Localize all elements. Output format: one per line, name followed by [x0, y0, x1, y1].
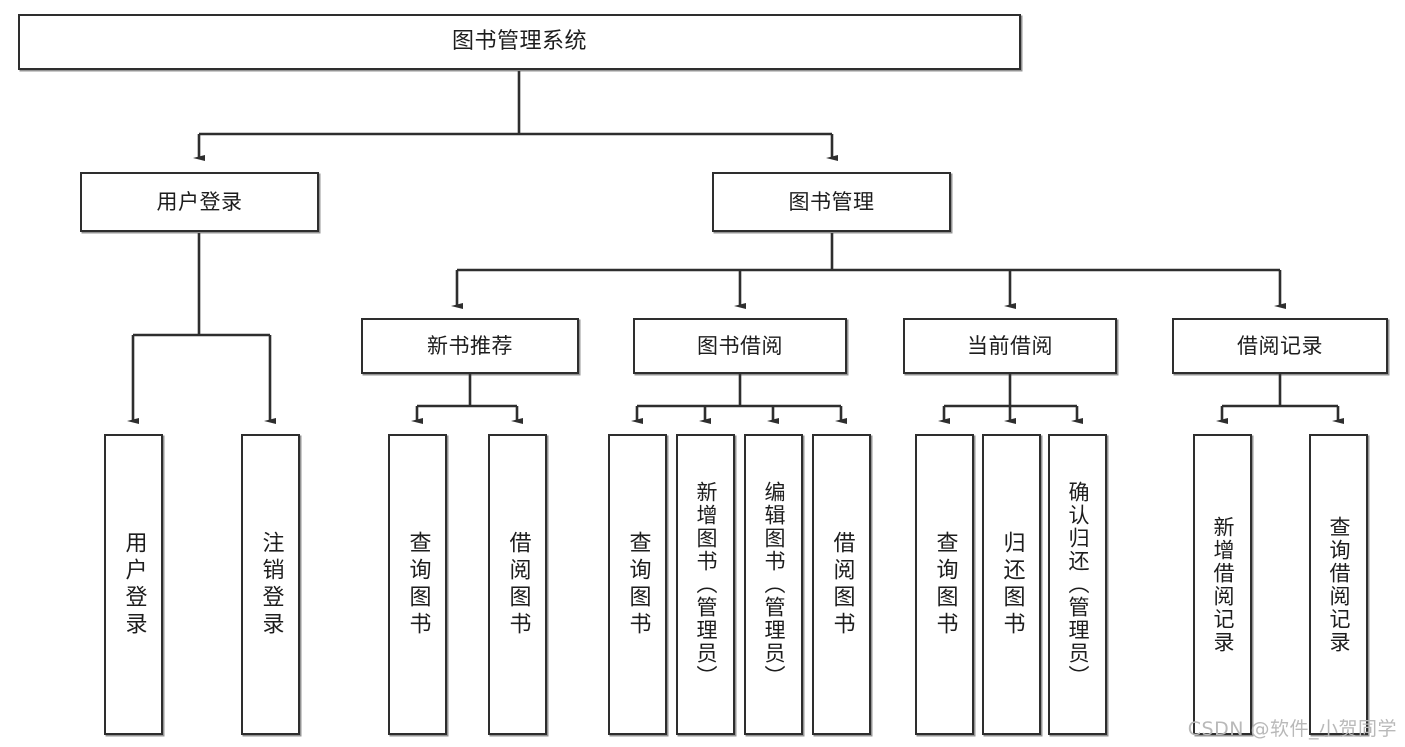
leaf-query-book-3-label: 查询图书: [932, 530, 958, 639]
leaf-borrow-book-2-label: 借阅图书: [829, 530, 855, 639]
leaf-borrow-book-1[interactable]: 借阅图书: [488, 434, 547, 735]
node-book-manage-label: 图书管理: [788, 189, 875, 214]
leaf-add-book[interactable]: 新增图书（管理员）: [676, 434, 735, 735]
leaf-user-login[interactable]: 用户登录: [104, 434, 163, 735]
node-book-manage[interactable]: 图书管理: [712, 172, 951, 232]
leaf-add-book-label: 新增图书（管理员）: [694, 481, 718, 688]
node-root-label: 图书管理系统: [451, 29, 587, 55]
leaf-borrow-book-1-label: 借阅图书: [505, 530, 531, 639]
leaf-borrow-book-2[interactable]: 借阅图书: [812, 434, 871, 735]
node-new-book-recommend[interactable]: 新书推荐: [361, 318, 579, 374]
leaf-confirm-return-label: 确认归还（管理员）: [1066, 481, 1090, 688]
node-current-borrow-label: 当前借阅: [967, 333, 1053, 358]
leaf-logout-login[interactable]: 注销登录: [241, 434, 300, 735]
leaf-return-book[interactable]: 归还图书: [982, 434, 1041, 735]
leaf-query-book-2[interactable]: 查询图书: [608, 434, 667, 735]
node-current-borrow[interactable]: 当前借阅: [903, 318, 1117, 374]
leaf-query-book-1[interactable]: 查询图书: [388, 434, 447, 735]
leaf-user-login-label: 用户登录: [121, 530, 147, 639]
leaf-query-book-2-label: 查询图书: [625, 530, 651, 639]
leaf-query-record[interactable]: 查询借阅记录: [1309, 434, 1368, 735]
leaf-query-record-label: 查询借阅记录: [1327, 515, 1351, 654]
leaf-edit-book-label: 编辑图书（管理员）: [762, 481, 786, 688]
leaf-query-book-3[interactable]: 查询图书: [915, 434, 974, 735]
leaf-add-record[interactable]: 新增借阅记录: [1193, 434, 1252, 735]
leaf-logout-login-label: 注销登录: [258, 530, 284, 639]
leaf-edit-book[interactable]: 编辑图书（管理员）: [744, 434, 803, 735]
node-borrow-record-label: 借阅记录: [1237, 333, 1323, 358]
node-new-book-recommend-label: 新书推荐: [427, 333, 513, 358]
leaf-return-book-label: 归还图书: [999, 530, 1025, 639]
node-borrow-record[interactable]: 借阅记录: [1172, 318, 1388, 374]
leaf-query-book-1-label: 查询图书: [405, 530, 431, 639]
leaf-confirm-return[interactable]: 确认归还（管理员）: [1048, 434, 1107, 735]
node-root[interactable]: 图书管理系统: [18, 14, 1021, 70]
node-user-login-label: 用户登录: [156, 189, 243, 214]
leaf-add-record-label: 新增借阅记录: [1211, 515, 1235, 654]
node-book-borrow-label: 图书借阅: [697, 333, 783, 358]
node-book-borrow[interactable]: 图书借阅: [633, 318, 847, 374]
node-user-login[interactable]: 用户登录: [80, 172, 319, 232]
